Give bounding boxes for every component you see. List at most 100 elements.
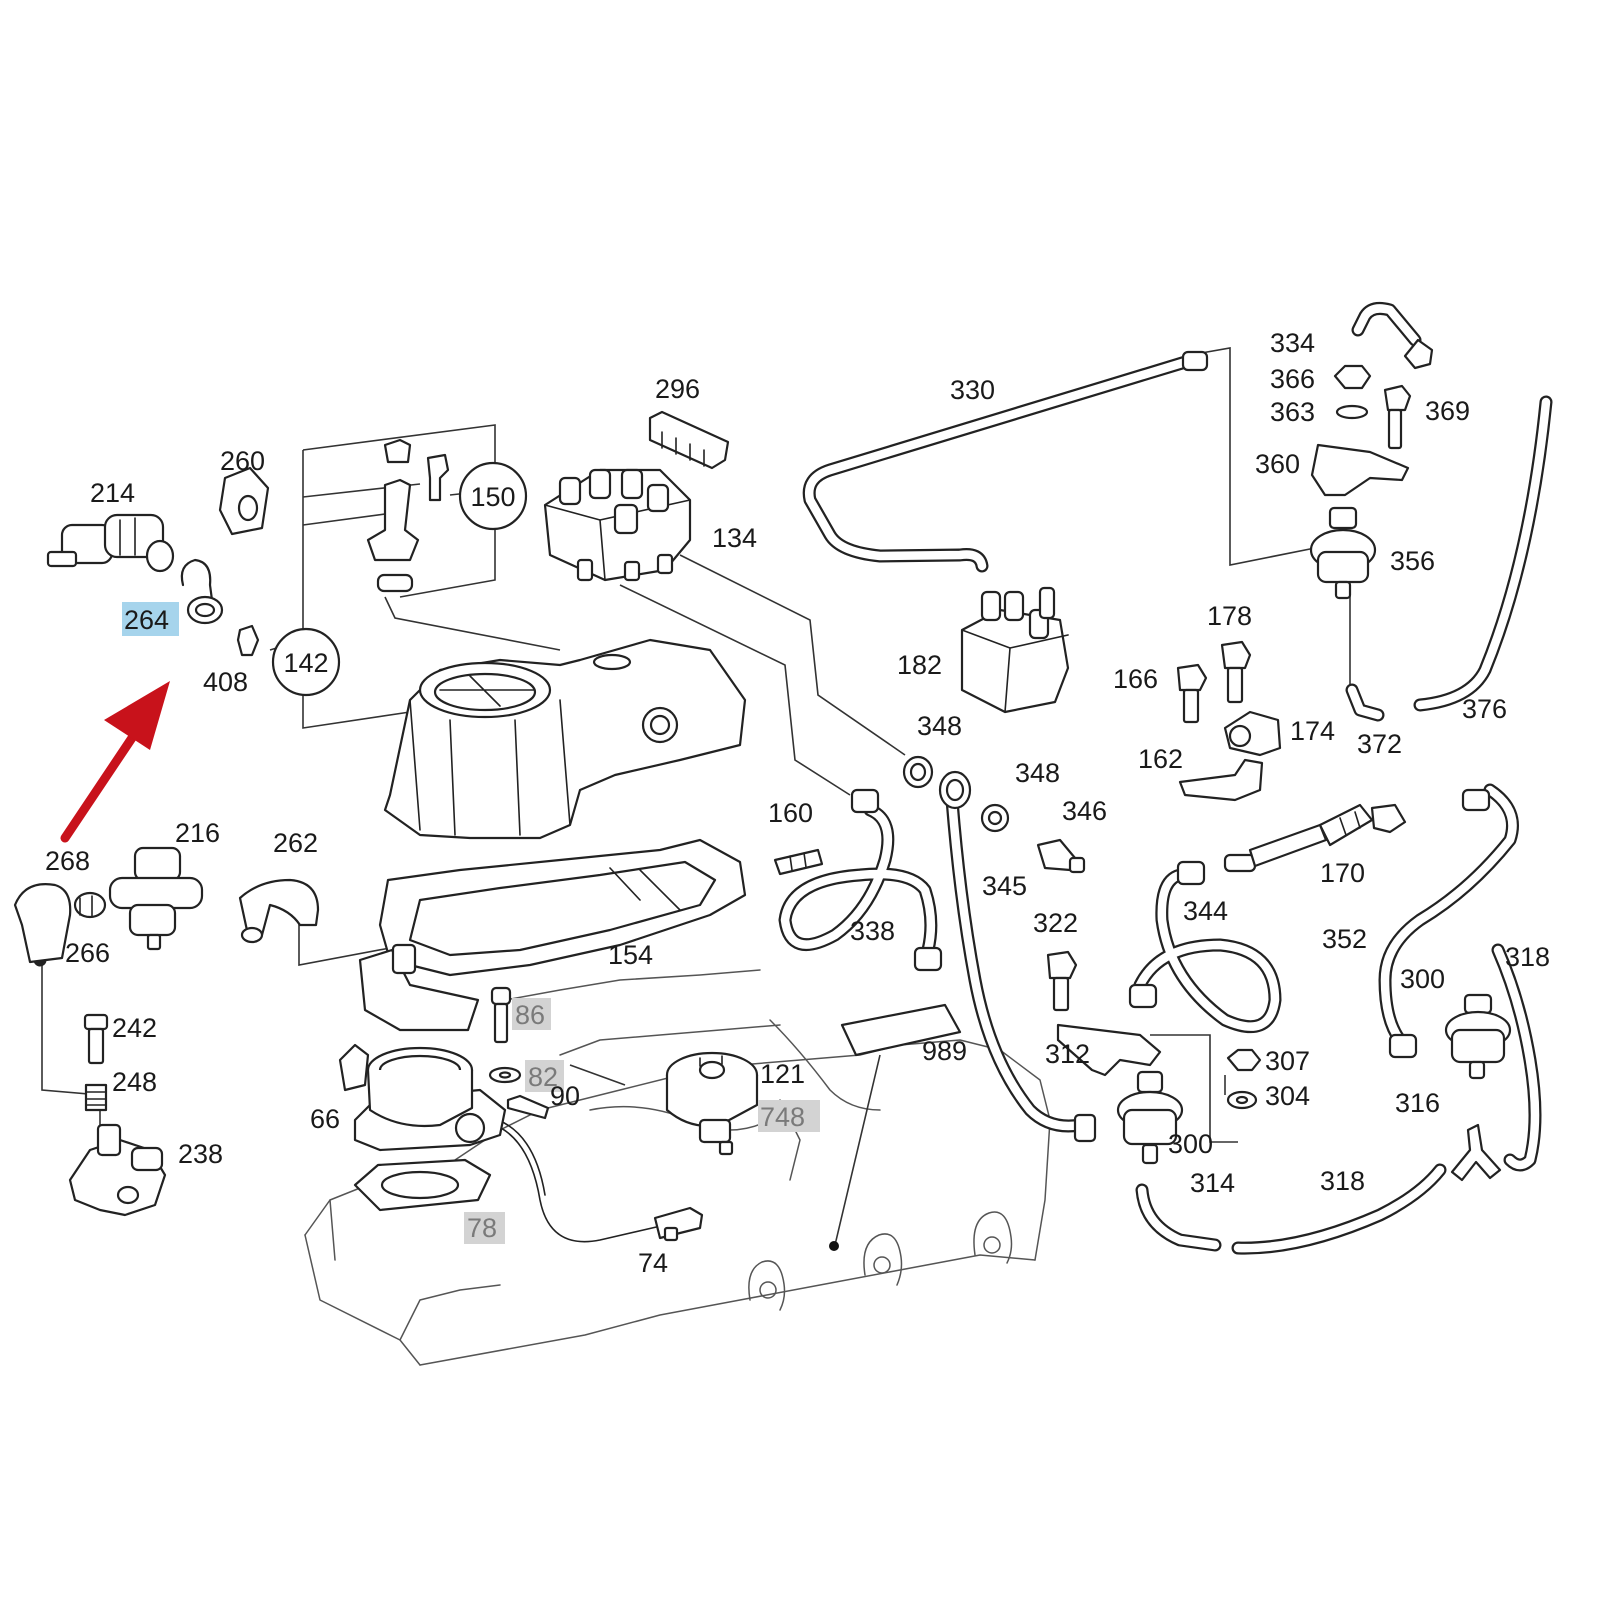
label-238[interactable]: 238 xyxy=(178,1139,223,1169)
label-66[interactable]: 66 xyxy=(310,1104,340,1134)
part-86-bolt[interactable] xyxy=(490,986,512,1044)
label-90[interactable]: 90 xyxy=(550,1081,580,1111)
part-408-cap[interactable] xyxy=(236,624,260,657)
part-334-fitting[interactable] xyxy=(1181,338,1434,420)
label-242[interactable]: 242 xyxy=(112,1013,157,1043)
label-170[interactable]: 170 xyxy=(1320,858,1365,888)
part-78-gasket[interactable] xyxy=(353,1158,492,1212)
part-262-elbow[interactable] xyxy=(238,878,320,944)
label-300-a[interactable]: 300 xyxy=(1400,964,1445,994)
part-182-relay[interactable] xyxy=(960,586,1070,714)
label-214[interactable]: 214 xyxy=(90,478,135,508)
part-134-distributor[interactable] xyxy=(543,468,692,582)
part-264-gasket[interactable] xyxy=(180,558,224,625)
label-314[interactable]: 314 xyxy=(1190,1168,1235,1198)
part-307-nut[interactable] xyxy=(1226,1048,1262,1072)
part-174-clip[interactable] xyxy=(1223,710,1282,757)
label-330[interactable]: 330 xyxy=(950,375,995,405)
label-154[interactable]: 154 xyxy=(608,940,653,970)
label-372[interactable]: 372 xyxy=(1357,729,1402,759)
label-348-a[interactable]: 348 xyxy=(917,711,962,741)
label-86[interactable]: 86 xyxy=(515,1000,545,1030)
part-296-connector[interactable] xyxy=(648,410,730,470)
part-82-washer[interactable] xyxy=(488,1066,522,1084)
label-318-a[interactable]: 318 xyxy=(1505,942,1550,972)
label-322[interactable]: 322 xyxy=(1033,908,1078,938)
part-121-module[interactable] xyxy=(665,1051,759,1156)
label-264[interactable]: 264 xyxy=(124,605,169,635)
label-356[interactable]: 356 xyxy=(1390,546,1435,576)
label-162[interactable]: 162 xyxy=(1138,744,1183,774)
part-238-housing[interactable] xyxy=(68,1123,167,1217)
part-352-fitting[interactable] xyxy=(1388,788,1491,1059)
part-360-bracket[interactable] xyxy=(1310,443,1410,497)
part-346-sensor[interactable] xyxy=(1036,838,1086,874)
label-363[interactable]: 363 xyxy=(1270,397,1315,427)
part-304-washer[interactable] xyxy=(1226,1090,1258,1110)
label-338[interactable]: 338 xyxy=(850,916,895,946)
part-66-throttle[interactable] xyxy=(338,1043,507,1152)
part-90-stud[interactable] xyxy=(506,1094,550,1120)
label-344[interactable]: 344 xyxy=(1183,896,1228,926)
label-345[interactable]: 345 xyxy=(982,871,1027,901)
part-214-valve[interactable] xyxy=(46,513,175,573)
label-142[interactable]: 142 xyxy=(283,648,328,678)
part-162-bracket[interactable] xyxy=(1178,758,1264,802)
label-376[interactable]: 376 xyxy=(1462,694,1507,724)
part-74-sensor[interactable] xyxy=(653,1206,704,1242)
part-150-group[interactable] xyxy=(366,438,450,593)
part-268-elbow[interactable] xyxy=(13,883,107,964)
label-78[interactable]: 78 xyxy=(467,1213,497,1243)
part-356-regulator[interactable] xyxy=(1309,506,1377,600)
label-262[interactable]: 262 xyxy=(273,828,318,858)
label-408[interactable]: 408 xyxy=(203,667,248,697)
part-316-connector[interactable] xyxy=(1450,1123,1502,1182)
part-242-bolt[interactable] xyxy=(83,1013,109,1065)
label-300-b[interactable]: 300 xyxy=(1168,1129,1213,1159)
label-334[interactable]: 334 xyxy=(1270,328,1315,358)
part-160-bolt[interactable] xyxy=(773,848,824,876)
label-352[interactable]: 352 xyxy=(1322,924,1367,954)
label-369[interactable]: 369 xyxy=(1425,396,1470,426)
label-174[interactable]: 174 xyxy=(1290,716,1335,746)
label-82[interactable]: 82 xyxy=(528,1062,558,1092)
label-216[interactable]: 216 xyxy=(175,818,220,848)
label-260[interactable]: 260 xyxy=(220,446,265,476)
label-346[interactable]: 346 xyxy=(1062,796,1107,826)
part-166-bolt[interactable] xyxy=(1176,663,1208,724)
part-142-housing[interactable] xyxy=(383,638,747,840)
label-182[interactable]: 182 xyxy=(897,650,942,680)
label-360[interactable]: 360 xyxy=(1255,449,1300,479)
label-307[interactable]: 307 xyxy=(1265,1046,1310,1076)
part-348-seal-b[interactable] xyxy=(938,770,1010,833)
label-304[interactable]: 304 xyxy=(1265,1081,1310,1111)
label-989[interactable]: 989 xyxy=(922,1036,967,1066)
part-216-tee[interactable] xyxy=(108,846,204,951)
label-166[interactable]: 166 xyxy=(1113,664,1158,694)
label-312[interactable]: 312 xyxy=(1045,1039,1090,1069)
part-338-fitting[interactable] xyxy=(850,788,943,972)
part-989-label[interactable] xyxy=(840,1003,962,1057)
part-322-bolt[interactable] xyxy=(1046,950,1078,1012)
label-748[interactable]: 748 xyxy=(760,1102,805,1132)
part-178-bolt[interactable] xyxy=(1220,640,1252,704)
part-348-seal-a[interactable] xyxy=(902,755,934,789)
part-154-gasket[interactable] xyxy=(378,838,747,977)
label-296[interactable]: 296 xyxy=(655,374,700,404)
part-344-fitting[interactable] xyxy=(1128,860,1206,1009)
label-348-b[interactable]: 348 xyxy=(1015,758,1060,788)
label-318-b[interactable]: 318 xyxy=(1320,1166,1365,1196)
label-316[interactable]: 316 xyxy=(1395,1088,1440,1118)
part-300a-damper[interactable] xyxy=(1444,993,1512,1080)
label-150[interactable]: 150 xyxy=(470,482,515,512)
label-266[interactable]: 266 xyxy=(65,938,110,968)
part-170-injector[interactable] xyxy=(1223,803,1407,873)
label-74[interactable]: 74 xyxy=(638,1248,668,1278)
label-160[interactable]: 160 xyxy=(768,798,813,828)
label-134[interactable]: 134 xyxy=(712,523,757,553)
label-178[interactable]: 178 xyxy=(1207,601,1252,631)
part-260-clip[interactable] xyxy=(218,466,270,536)
label-366[interactable]: 366 xyxy=(1270,364,1315,394)
label-248[interactable]: 248 xyxy=(112,1067,157,1097)
part-312-bracket[interactable] xyxy=(1056,1023,1162,1077)
